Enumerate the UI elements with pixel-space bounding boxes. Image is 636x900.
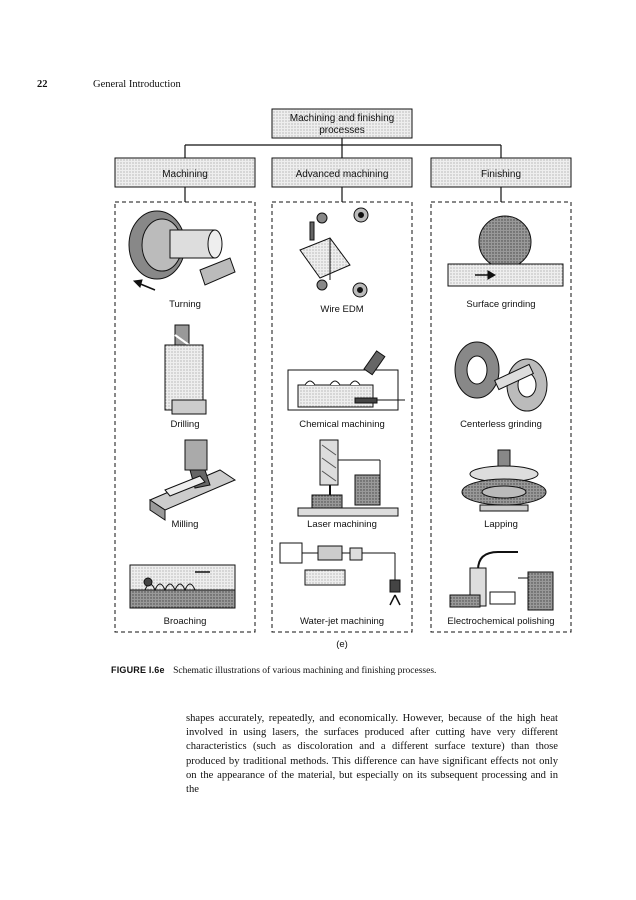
broaching-illustration bbox=[129, 564, 236, 609]
label-surface-grinding: Surface grinding bbox=[466, 299, 535, 310]
running-title: General Introduction bbox=[93, 79, 181, 90]
column-frames bbox=[114, 201, 572, 633]
label-laser-machining: Laser machining bbox=[307, 519, 377, 530]
label-milling: Milling bbox=[172, 519, 199, 530]
process-figure: Machining and finishing processes Machin… bbox=[114, 108, 572, 650]
category-machining-label: Machining bbox=[162, 169, 208, 180]
label-waterjet-machining: Water-jet machining bbox=[300, 616, 384, 627]
page-number: 22 bbox=[37, 79, 48, 90]
label-drilling: Drilling bbox=[170, 419, 199, 430]
caption-text: Schematic illustrations of various machi… bbox=[173, 666, 437, 676]
label-chemical-machining: Chemical machining bbox=[299, 419, 385, 430]
turning-illustration bbox=[128, 210, 236, 291]
root-label-line2: processes bbox=[319, 125, 365, 136]
tree-connectors bbox=[184, 138, 502, 202]
surface-grinding-illustration bbox=[447, 215, 564, 287]
wire-edm-illustration bbox=[299, 207, 369, 298]
category-advanced-label: Advanced machining bbox=[296, 169, 389, 180]
category-machining-box: Machining bbox=[114, 157, 256, 188]
label-centerless-grinding: Centerless grinding bbox=[460, 419, 542, 430]
category-finishing-label: Finishing bbox=[481, 169, 521, 180]
laser-machining-illustration bbox=[297, 439, 399, 517]
label-electrochemical-polishing: Electrochemical polishing bbox=[447, 616, 554, 627]
waterjet-machining-illustration bbox=[279, 542, 401, 606]
label-broaching: Broaching bbox=[164, 616, 207, 627]
body-paragraph: shapes accurately, repeatedly, and econo… bbox=[186, 713, 558, 796]
milling-illustration bbox=[148, 439, 237, 521]
drilling-illustration bbox=[164, 324, 207, 415]
category-advanced-box: Advanced machining bbox=[271, 157, 413, 188]
category-finishing-box: Finishing bbox=[430, 157, 572, 188]
electrochemical-polishing-illustration bbox=[449, 551, 554, 611]
panel-label: (e) bbox=[336, 639, 348, 650]
label-lapping: Lapping bbox=[484, 519, 518, 530]
centerless-grinding-illustration bbox=[454, 341, 548, 412]
root-box: Machining and finishing processes bbox=[271, 108, 413, 139]
lapping-illustration bbox=[461, 449, 547, 512]
label-turning: Turning bbox=[169, 299, 201, 310]
root-label-line1: Machining and finishing bbox=[290, 113, 395, 124]
label-wire-edm: Wire EDM bbox=[320, 304, 363, 315]
figure-caption: FIGURE I.6e Schematic illustrations of v… bbox=[111, 665, 591, 676]
chemical-machining-illustration bbox=[287, 350, 405, 411]
caption-id: FIGURE I.6e bbox=[111, 665, 165, 675]
